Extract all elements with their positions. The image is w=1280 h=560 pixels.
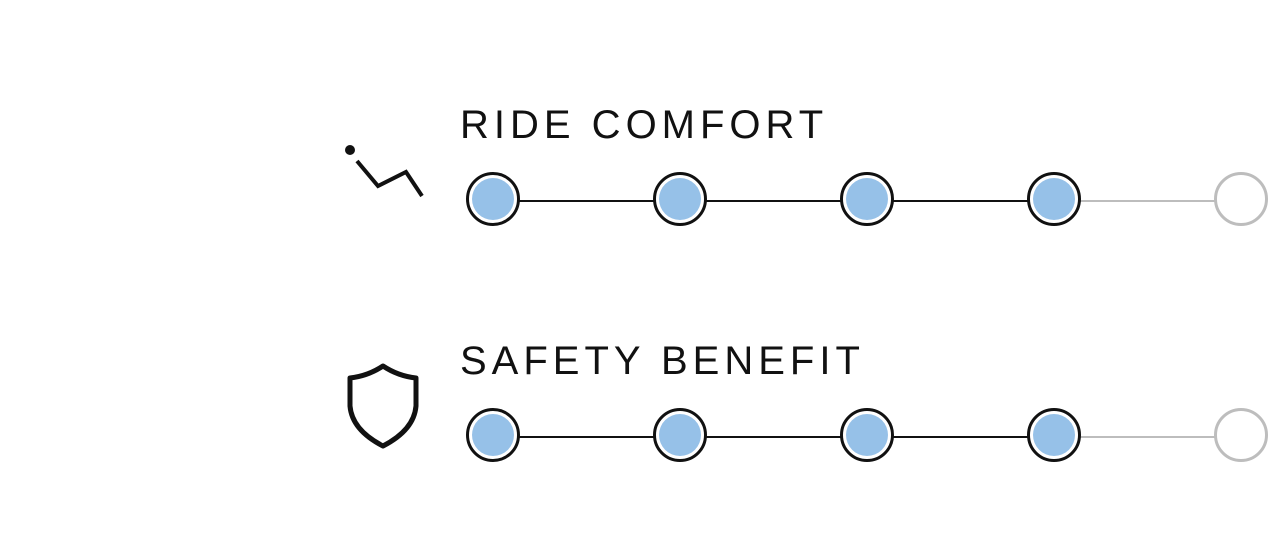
rating-dot-filled (840, 172, 894, 226)
scale-connector (493, 200, 680, 202)
rating-dot-filled (1027, 408, 1081, 462)
scale-connector (1054, 436, 1241, 438)
rating-dot-filled (653, 408, 707, 462)
scale-connector (1054, 200, 1241, 202)
scale-connector (493, 436, 680, 438)
scale-connector (867, 436, 1054, 438)
ride-comfort-title: RIDE COMFORT (460, 103, 829, 147)
scale-connector (867, 200, 1054, 202)
road-bump-icon (345, 145, 424, 198)
rating-dot-filled (653, 172, 707, 226)
rating-dot-filled (466, 172, 520, 226)
ride-comfort-scale (460, 166, 1280, 236)
scale-connector (680, 200, 867, 202)
rating-dot-empty (1214, 408, 1268, 462)
rating-dot-filled (1027, 172, 1081, 226)
rating-dot-filled (466, 408, 520, 462)
rating-dot-empty (1214, 172, 1268, 226)
safety-benefit-title: SAFETY BENEFIT (460, 339, 865, 383)
safety-benefit-scale (460, 402, 1280, 472)
rating-dot-filled (840, 408, 894, 462)
safety-benefit-rating: SAFETY BENEFIT (0, 332, 1280, 472)
scale-connector (680, 436, 867, 438)
ride-comfort-rating: RIDE COMFORT (0, 96, 1280, 236)
shield-icon (347, 363, 419, 449)
